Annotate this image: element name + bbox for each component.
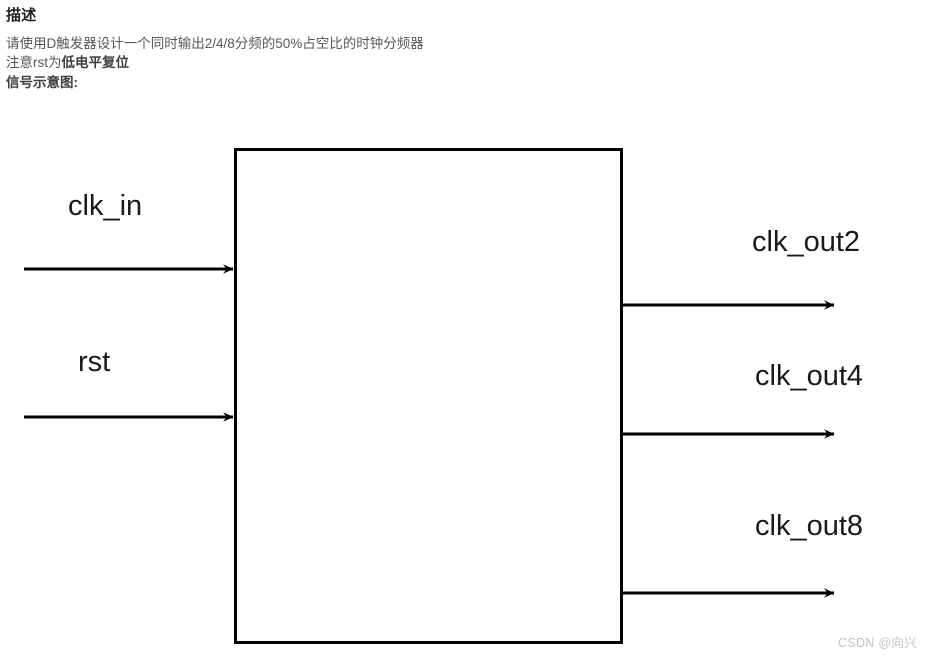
clock-divider-block <box>234 148 623 644</box>
clk-out8-label: clk_out8 <box>755 510 864 542</box>
description-line-2-normal: 注意rst为 <box>6 55 62 70</box>
description-line-2: 注意rst为低电平复位 <box>6 53 766 72</box>
clk-in-label: clk_in <box>68 190 143 222</box>
rst-label: rst <box>78 346 111 378</box>
description-section: 描述 请使用D触发器设计一个同时输出2/4/8分频的50%占空比的时钟分频器 注… <box>6 6 766 92</box>
page-title: 描述 <box>6 7 37 24</box>
description-line-2-bold: 低电平复位 <box>61 55 130 70</box>
clk-out2-label: clk_out2 <box>752 226 861 258</box>
description-line-1: 请使用D触发器设计一个同时输出2/4/8分频的50%占空比的时钟分频器 <box>6 36 424 51</box>
clk-out4-label: clk_out4 <box>755 360 864 392</box>
signal-diagram-caption: 信号示意图: <box>6 75 78 90</box>
csdn-watermark: CSDN @向兴 <box>838 636 917 650</box>
